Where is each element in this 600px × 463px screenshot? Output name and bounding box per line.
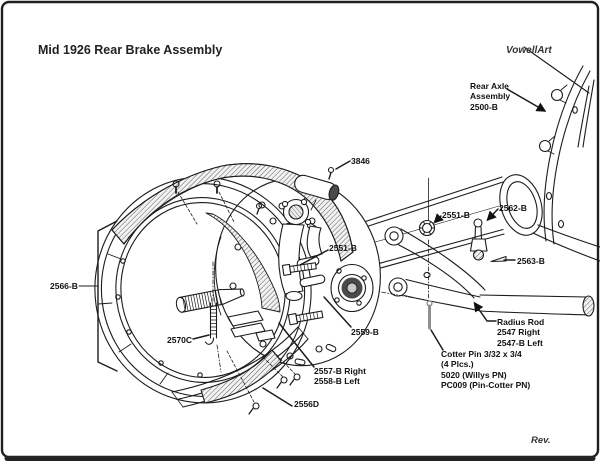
rear-axle-housing xyxy=(363,46,600,273)
pin-2559-target xyxy=(299,274,326,288)
label-cotter-pin: Cotter Pin 3/32 x 3/4 (4 Plcs.) 5020 (Wi… xyxy=(441,349,530,391)
anchor-pins-and-bolts xyxy=(281,256,326,326)
housing-bolt-knob xyxy=(550,88,564,102)
axle-fasteners xyxy=(363,177,507,330)
drum-bracket-2566 xyxy=(78,220,118,372)
label-line: Assembly xyxy=(470,91,511,102)
label-2556: 2556D xyxy=(294,399,320,409)
band-end-lugs xyxy=(227,310,276,342)
spring-2570 xyxy=(204,261,222,373)
page-title: Mid 1926 Rear Brake Assembly xyxy=(38,43,223,57)
label-line: 2558-B Left xyxy=(314,376,360,387)
label-rear-axle-assembly: Rear Axle Assembly 2500-B xyxy=(470,81,510,112)
lining-screws xyxy=(226,350,301,415)
brake-band-rear-section xyxy=(205,212,281,313)
label-2551-plate: 2551-B xyxy=(329,243,357,253)
label-2562: 2562-B xyxy=(499,203,527,213)
label-2570: 2570C xyxy=(167,335,193,345)
cotter-pin xyxy=(426,300,433,330)
label-radius-rod: Radius Rod 2547 Right 2547-B Left xyxy=(497,317,544,348)
label-2563: 2563-B xyxy=(517,256,545,266)
pin-2563 xyxy=(490,255,507,263)
label-line: 5020 (Willys PN) xyxy=(441,369,507,380)
label-line: 2500-B xyxy=(470,101,498,112)
housing-bolt-knob xyxy=(538,139,552,153)
label-line: (4 Plcs.) xyxy=(441,359,474,370)
label-line: 2547 Right xyxy=(497,327,540,338)
label-line: 2557-B Right xyxy=(314,366,366,376)
brake-cam-lever xyxy=(255,174,340,302)
castle-nut-2551 xyxy=(418,219,436,237)
radius-rod xyxy=(384,226,595,317)
artist-credit: VowellArt xyxy=(506,45,552,56)
adjuster-cylinder xyxy=(294,174,340,201)
label-line: Radius Rod xyxy=(497,317,545,327)
screw-3846 xyxy=(327,166,335,180)
band-screws xyxy=(172,180,235,225)
label-line: Cotter Pin 3/32 x 3/4 xyxy=(441,349,522,359)
label-3846: 3846 xyxy=(351,156,370,166)
label-2551-axle: 2551-B xyxy=(442,210,470,220)
hub xyxy=(330,263,374,313)
label-2566: 2566-B xyxy=(50,281,78,291)
label-2557-2558: 2557-B Right 2558-B Left xyxy=(314,366,366,387)
shackle-2562 xyxy=(469,218,488,261)
radius-rod-cut-end xyxy=(582,295,595,317)
label-2559: 2559-B xyxy=(351,327,379,337)
leader-lines xyxy=(192,88,547,407)
brake-band xyxy=(111,163,354,342)
brake-lining-2556 xyxy=(200,349,282,404)
label-line: PC009 (Pin-Cotter PN) xyxy=(441,380,531,391)
label-line: Rear Axle xyxy=(470,81,509,91)
revision-note: Rev. xyxy=(531,435,551,446)
label-line: 2547-B Left xyxy=(497,337,543,348)
brake-drum-2566 xyxy=(94,176,312,404)
